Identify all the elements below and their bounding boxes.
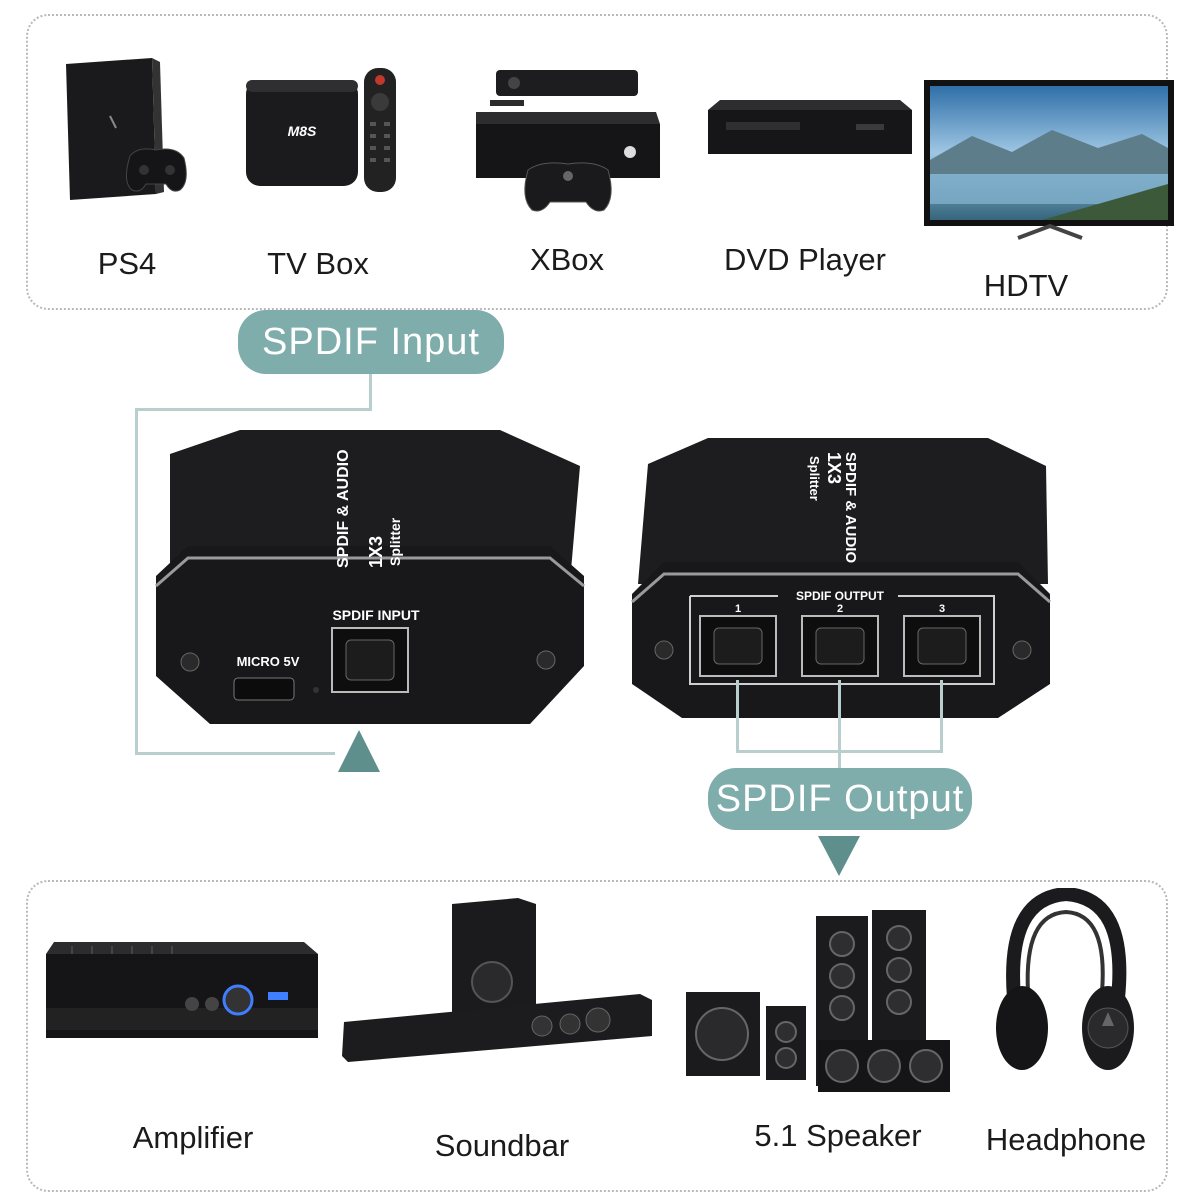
dvd-player-label: DVD Player [724,242,886,277]
speaker-label: 5.1 Speaker [754,1118,922,1153]
svg-text:M8S: M8S [288,123,317,139]
output-connector-line [736,750,943,753]
headphone-image [990,888,1140,1084]
speaker-system-image [684,906,956,1098]
svg-text:3: 3 [939,603,945,615]
xbox-label: XBox [529,242,605,277]
hdtv-label: HDTV [983,268,1069,303]
amplifier-image [42,934,322,1054]
input-arrow-icon [336,728,382,774]
headphone-label: Headphone [985,1122,1147,1157]
input-connector-line [369,374,372,410]
splitter-output-side-image: 1X3 SPDIF & AUDIO Splitter SPDIF OUTPUT … [628,434,1056,724]
amplifier-label: Amplifier [132,1120,254,1155]
svg-text:SPDIF INPUT: SPDIF INPUT [332,607,420,623]
svg-text:2: 2 [837,603,843,615]
svg-text:SPDIF & AUDIO: SPDIF & AUDIO [335,449,352,568]
hdtv-image [922,78,1178,244]
svg-text:Splitter: Splitter [387,517,403,566]
output-connector-line [838,680,841,770]
output-devices-panel [26,880,1168,1192]
dvd-player-image [706,96,914,166]
svg-text:1X3: 1X3 [366,536,386,568]
input-connector-line [135,408,138,754]
output-connector-line [940,680,943,752]
tv-box-image: M8S [242,66,402,196]
svg-text:1X3: 1X3 [824,452,844,484]
svg-text:1: 1 [735,603,741,615]
xbox-console-image [470,66,666,216]
output-arrow-icon [816,832,862,878]
input-connector-line [135,408,372,411]
svg-text:SPDIF & AUDIO: SPDIF & AUDIO [842,452,859,563]
soundbar-label: Soundbar [434,1128,570,1163]
svg-text:Splitter: Splitter [807,456,822,501]
svg-text:MICRO 5V: MICRO 5V [237,654,300,669]
soundbar-image [340,896,656,1080]
ps4-console-image [60,56,190,206]
output-connector-line [736,680,739,752]
input-connector-line [135,752,335,755]
spdif-output-callout: SPDIF Output [708,768,972,830]
svg-text:SPDIF OUTPUT: SPDIF OUTPUT [796,589,885,603]
tv-box-label: TV Box [267,246,369,281]
splitter-input-side-image: SPDIF & AUDIO 1X3 Splitter SPDIF INPUT M… [150,426,590,730]
ps4-label: PS4 [97,246,157,281]
spdif-input-callout: SPDIF Input [238,310,504,374]
